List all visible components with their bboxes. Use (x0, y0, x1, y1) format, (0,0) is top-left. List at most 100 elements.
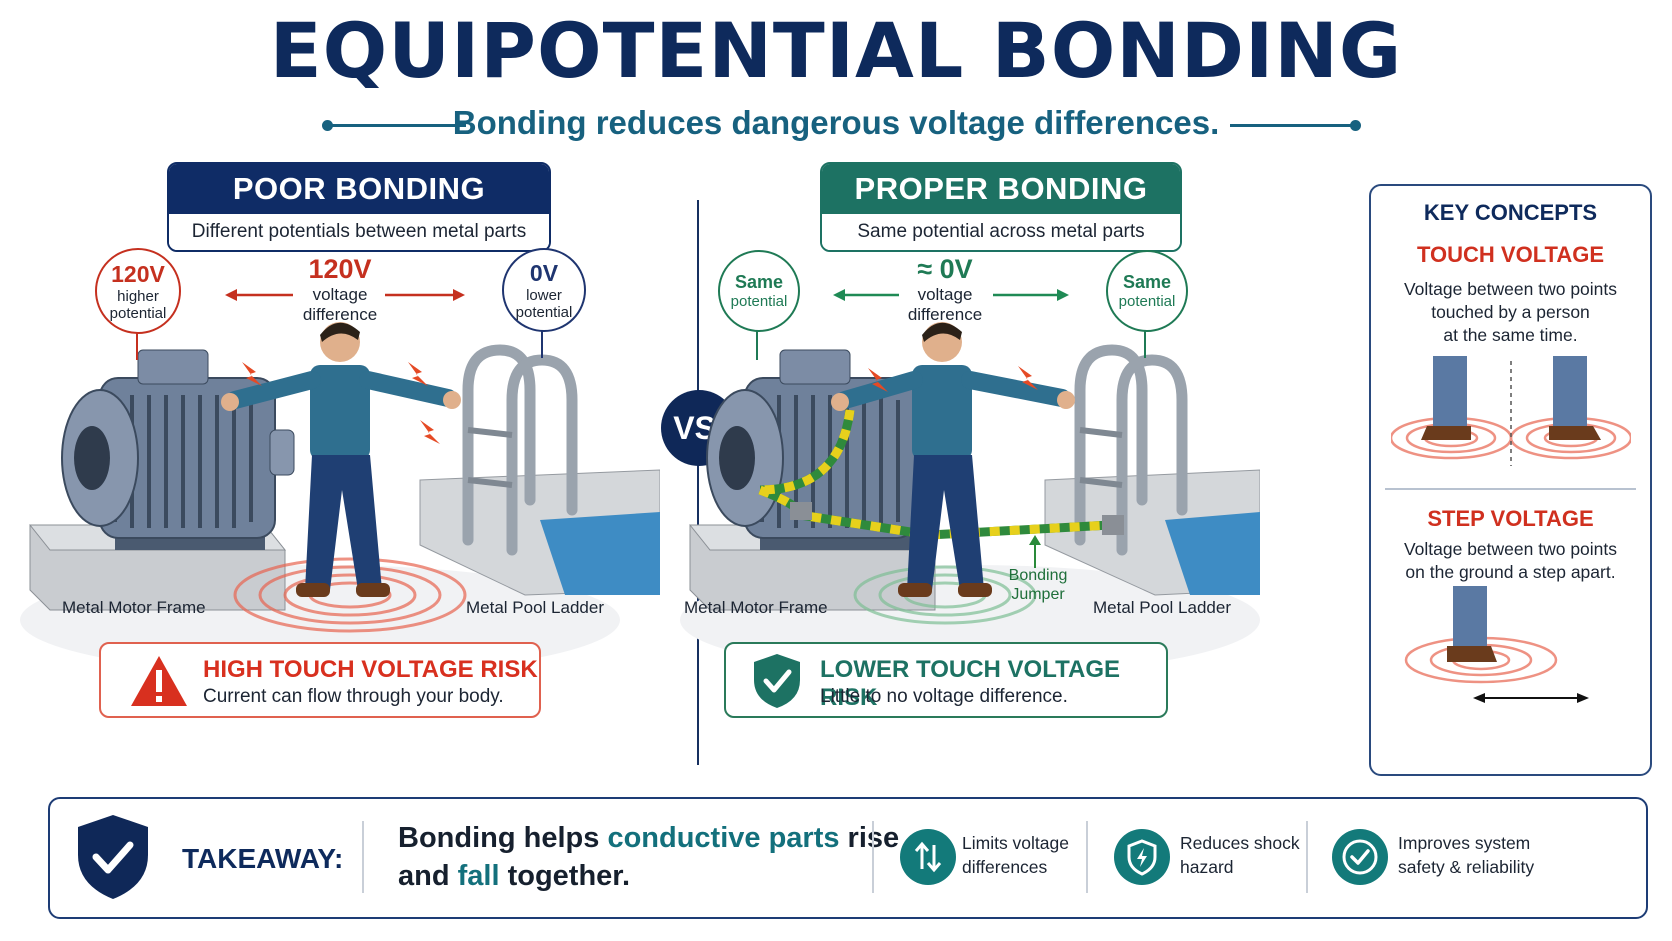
touch-voltage-illustration (1391, 356, 1631, 466)
proper-bonding-title: PROPER BONDING (822, 164, 1180, 214)
pool-water (1165, 512, 1260, 595)
touch-voltage-line2: touched by a person (1431, 302, 1590, 322)
takeaway-divider-2 (872, 821, 874, 893)
poor-voltage-label1: voltage (312, 285, 368, 304)
takeaway-text-4: together. (499, 860, 631, 892)
lower-risk-title: LOWER TOUCH VOLTAGE RISK (820, 656, 1120, 711)
center-divider (697, 200, 699, 765)
proper-bonding-subtitle: Same potential across metal parts (822, 214, 1180, 250)
proper-bonding-header: PROPER BONDING Same potential across met… (820, 162, 1182, 252)
high-risk-subtitle: Current can flow through your body. (203, 686, 504, 707)
step-voltage-description: Voltage between two points on the ground… (1371, 538, 1650, 584)
takeaway-divider-3 (1086, 821, 1088, 893)
takeaway-divider-1 (362, 821, 364, 893)
lower-potential-value: 0V (529, 259, 559, 286)
takeaway-item-1-line2: differences (962, 857, 1048, 877)
higher-potential-bubble: 120V higher potential (95, 248, 181, 334)
takeaway-bar: TAKEAWAY: Bonding helps conductive parts… (48, 797, 1648, 919)
ground-rings (853, 565, 1037, 625)
higher-potential-value: 120V (111, 260, 165, 287)
lower-potential-bubble: 0V lower potential (502, 248, 586, 332)
lower-risk-subtitle: Little to no voltage difference. (820, 686, 1068, 707)
person-proper (831, 322, 1075, 597)
proper-bonding-illustration (680, 322, 1260, 670)
higher-potential-label2: potential (109, 304, 167, 322)
takeaway-text-2: rise (839, 822, 900, 854)
subtitle-right-dot (1350, 120, 1361, 131)
takeaway-item-3-line1: Improves system (1398, 833, 1531, 853)
step-voltage-illustration (1404, 586, 1589, 703)
proper-voltage-label1: voltage (917, 285, 973, 304)
takeaway-text-3: and (398, 860, 458, 892)
main-title: EQUIPOTENTIAL BONDING (269, 6, 1403, 95)
check-circle-icon (1332, 829, 1388, 885)
poor-bonding-subtitle: Different potentials between metal parts (169, 214, 549, 250)
bonding-jumper-label: Bonding Jumper (1008, 566, 1068, 604)
same-potential-right-label1: Same (1122, 272, 1172, 292)
key-concepts-separator (1385, 488, 1636, 490)
subtitle-right-line (1230, 124, 1354, 127)
touch-voltage-line1: Voltage between two points (1403, 279, 1618, 299)
poor-bonding-header: POOR BONDING Different potentials betwee… (167, 162, 551, 252)
up-down-arrows-icon (900, 829, 956, 885)
takeaway-item-2-line2: hazard (1180, 857, 1234, 877)
subtitle-left-line (330, 124, 466, 127)
takeaway-item-1: Limits voltage differences (962, 831, 1069, 879)
takeaway-highlight-1: conductive parts (607, 822, 840, 854)
spark-icons (868, 366, 1038, 392)
spark-icons (242, 362, 440, 444)
subtitle: Bonding reduces dangerous voltage differ… (452, 104, 1220, 141)
takeaway-message: Bonding helps conductive parts rise and … (398, 819, 899, 895)
bonding-jumper-label2: Jumper (1011, 586, 1065, 603)
proper-voltage-difference: ≈ 0V voltage difference (885, 254, 1005, 325)
poor-double-arrow (225, 289, 465, 301)
high-risk-box: HIGH TOUCH VOLTAGE RISK Current can flow… (99, 642, 541, 718)
shield-check-icon (78, 815, 148, 899)
same-potential-left-bubble: Same potential (718, 250, 800, 332)
proper-caption-motor: Metal Motor Frame (684, 598, 828, 617)
touch-voltage-title: TOUCH VOLTAGE (1417, 242, 1604, 267)
high-risk-title: HIGH TOUCH VOLTAGE RISK (203, 656, 538, 683)
takeaway-item-3-line2: safety & reliability (1398, 857, 1535, 877)
shield-bolt-icon (1114, 829, 1170, 885)
poor-voltage-value: 120V (308, 254, 372, 284)
pool-ladder (462, 344, 578, 556)
step-voltage-line2: on the ground a step apart. (1405, 562, 1616, 582)
takeaway-text-1: Bonding helps (398, 822, 608, 854)
takeaway-highlight-2: fall (457, 860, 500, 892)
takeaway-item-2: Reduces shock hazard (1180, 831, 1300, 879)
poor-caption-motor: Metal Motor Frame (62, 598, 206, 617)
lower-potential-label1: lower (526, 286, 562, 304)
pool-water (540, 512, 660, 595)
poor-voltage-label2: difference (302, 305, 378, 324)
bonding-jumper-label1: Bonding (1008, 567, 1068, 584)
higher-potential-label1: higher (117, 287, 159, 305)
proper-caption-ladder: Metal Pool Ladder (1093, 598, 1231, 617)
touch-voltage-line3: at the same time. (1443, 325, 1578, 345)
warning-triangle-icon (131, 656, 187, 706)
step-voltage-title: STEP VOLTAGE (1427, 506, 1594, 531)
touch-voltage-description: Voltage between two points touched by a … (1371, 278, 1650, 347)
poor-voltage-difference: 120V voltage difference (280, 254, 400, 325)
jumper-pointer-arrow (1029, 535, 1041, 568)
person-poor (221, 322, 461, 597)
proper-double-arrow (833, 289, 1069, 301)
poor-bonding-title: POOR BONDING (169, 164, 549, 214)
key-concepts-panel: KEY CONCEPTS TOUCH VOLTAGE Voltage betwe… (1369, 184, 1652, 776)
proper-voltage-label2: difference (907, 305, 983, 324)
motor-frame (61, 349, 295, 550)
step-voltage-line1: Voltage between two points (1403, 539, 1618, 559)
shield-check-icon (754, 654, 800, 708)
subtitle-left-dot (322, 120, 333, 131)
same-potential-right-label2: potential (1118, 293, 1176, 310)
lower-risk-box: LOWER TOUCH VOLTAGE RISK Little to no vo… (724, 642, 1168, 718)
poor-caption-ladder: Metal Pool Ladder (466, 598, 604, 617)
same-potential-left-label2: potential (730, 293, 788, 310)
takeaway-label: TAKEAWAY: (182, 843, 344, 874)
same-potential-right-bubble: Same potential (1106, 250, 1188, 332)
pool-ladder (1074, 344, 1188, 556)
takeaway-item-2-line1: Reduces shock (1180, 833, 1300, 853)
proper-voltage-value: ≈ 0V (917, 254, 973, 284)
takeaway-item-1-line1: Limits voltage (962, 833, 1069, 853)
bonding-jumper (758, 409, 1124, 540)
